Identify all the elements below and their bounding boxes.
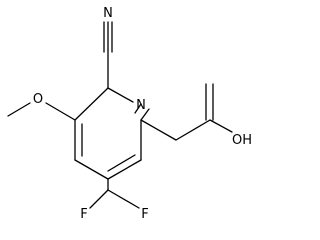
bond-n1-c6 <box>140 108 150 121</box>
bond-c5-c4 <box>107 159 142 180</box>
atom-carboxyl-oh: OH <box>232 133 252 148</box>
atom-methoxy-o: O <box>33 92 43 107</box>
atom-nitrile-n: N <box>103 6 113 21</box>
atom-fluorine-left: F <box>80 207 87 222</box>
bonds <box>7 21 233 209</box>
bond-c2-n1 <box>107 87 134 103</box>
bond-c2-c1 <box>74 87 109 121</box>
bond-chf2-f-right <box>107 189 140 209</box>
atom-ring-n: N <box>136 98 146 113</box>
structure-drawing: N N O OH F F <box>7 6 252 222</box>
bond-c2-o <box>45 102 76 121</box>
bond-ch2-c <box>175 119 211 141</box>
bond-n1-c6-double <box>134 103 142 114</box>
bond-o-ch3 <box>7 102 31 117</box>
atom-fluorine-right: F <box>141 207 148 222</box>
bond-c6-ch2 <box>140 119 177 141</box>
bond-chf2-f-left <box>89 189 109 209</box>
bond-c-oh <box>209 119 233 133</box>
bond-c5-c4-double <box>107 154 136 172</box>
bond-c4-c3 <box>74 159 109 180</box>
molecule-canvas: N N O OH F F <box>7 6 252 222</box>
